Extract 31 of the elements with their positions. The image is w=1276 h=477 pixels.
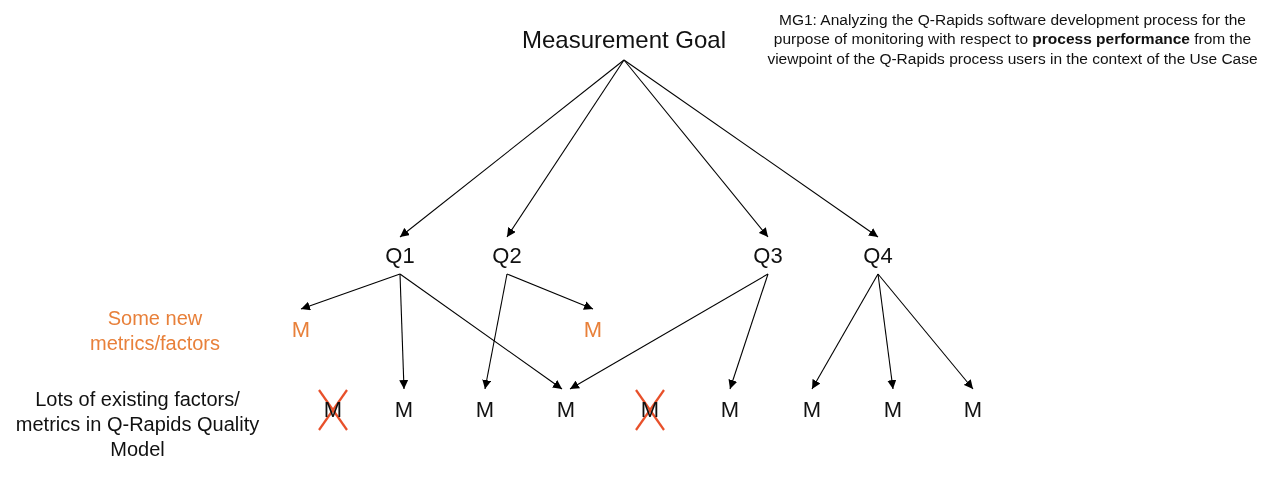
metric-label: M [286,312,316,348]
arrow [300,273,401,311]
arrow [399,273,409,390]
question-label: Q1 [380,240,420,272]
arrow [482,273,508,390]
metric-label: M [578,312,608,348]
goal-description: MG1: Analyzing the Q-Rapids software development process for the purpose of monitoring with respect to process performance from the viewpoint of the Q-Rapids process users in the context of the Use Case [766,10,1259,69]
arrow [877,273,974,390]
arrow [399,59,625,238]
metric-label: M [470,392,500,428]
arrow [399,273,563,390]
arrow [623,59,879,238]
arrow [623,59,769,238]
arrow [811,273,879,390]
question-label: Q2 [487,240,527,272]
arrow [728,273,769,390]
metric-label: M [958,392,988,428]
row-label: Lots of existing factors/ metrics in Q-Rapids Quality Model [14,387,261,462]
arrow [506,59,625,238]
arrow [569,273,769,390]
metric-label: M [551,392,581,428]
arrow [877,273,897,390]
arrow [506,273,594,310]
question-label: Q4 [858,240,898,272]
metric-label: M [878,392,908,428]
row-label: Some new metrics/factors [89,306,221,356]
question-label: Q3 [748,240,788,272]
metric-label: M [715,392,745,428]
goal-label: Measurement Goal [509,22,739,58]
metric-label: M [389,392,419,428]
metric-label: M [797,392,827,428]
